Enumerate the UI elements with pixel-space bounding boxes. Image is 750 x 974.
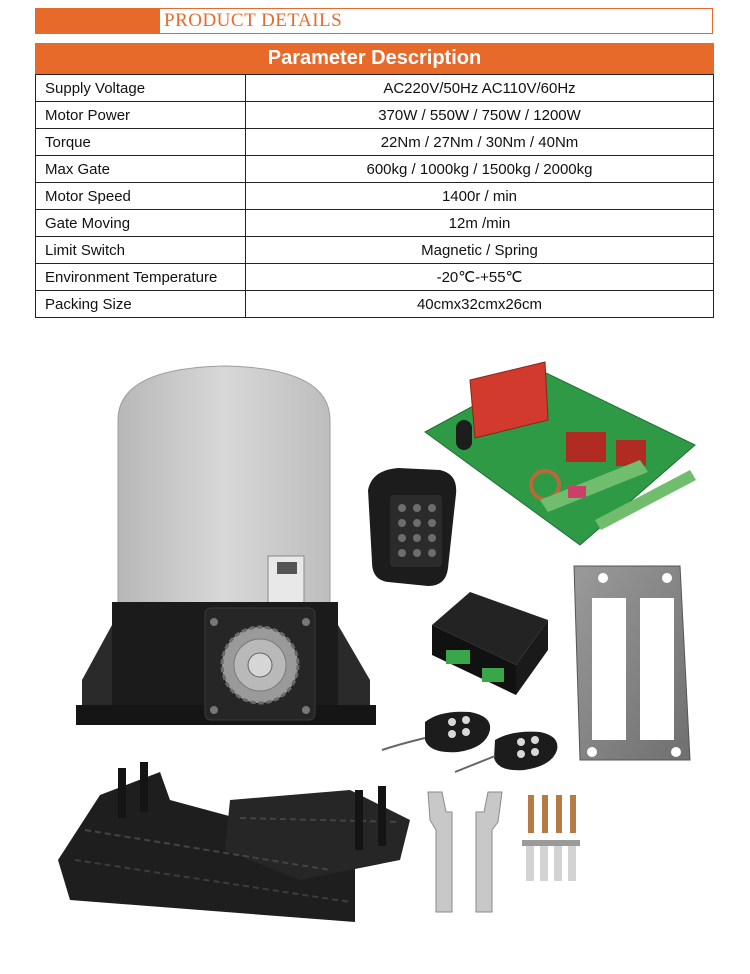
param-value: -20℃-+55℃ [245, 263, 714, 291]
param-value: 1400r / min [245, 182, 714, 210]
table-row: Supply Voltage AC220V/50Hz AC110V/60Hz [35, 74, 714, 102]
product-details-banner: PRODUCT DETAILS [35, 8, 713, 34]
gate-opener-motor-photo [76, 365, 376, 725]
param-value: 40cmx32cmx26cm [245, 290, 714, 318]
parameter-table: Supply Voltage AC220V/50Hz AC110V/60Hz M… [35, 74, 714, 318]
param-label: Motor Speed [35, 182, 246, 210]
param-label: Torque [35, 128, 246, 156]
banner-title: PRODUCT DETAILS [164, 10, 343, 31]
parameter-table-header: Parameter Description [35, 43, 714, 74]
table-row: Motor Speed 1400r / min [35, 182, 714, 210]
wifi-module-photo [432, 592, 548, 695]
param-value: AC220V/50Hz AC110V/60Hz [245, 74, 714, 102]
table-row: Motor Power 370W / 550W / 750W / 1200W [35, 101, 714, 129]
param-label: Gate Moving [35, 209, 246, 237]
remote-control-photo [381, 711, 558, 773]
table-row: Max Gate 600kg / 1000kg / 1500kg / 2000k… [35, 155, 714, 183]
mounting-plate-photo [573, 565, 691, 761]
param-value: 370W / 550W / 750W / 1200W [245, 101, 714, 129]
param-value: 12m /min [245, 209, 714, 237]
product-kit-illustration [58, 361, 696, 922]
param-label: Limit Switch [35, 236, 246, 264]
table-row: Limit Switch Magnetic / Spring [35, 236, 714, 264]
limit-bracket-photo [427, 791, 503, 913]
table-row: Torque 22Nm / 27Nm / 30Nm / 40Nm [35, 128, 714, 156]
banner-accent-block [36, 9, 160, 33]
param-label: Packing Size [35, 290, 246, 318]
bolt-set-photo [522, 795, 580, 881]
table-row: Gate Moving 12m /min [35, 209, 714, 237]
param-value: 600kg / 1000kg / 1500kg / 2000kg [245, 155, 714, 183]
param-label: Environment Temperature [35, 263, 246, 291]
param-value: Magnetic / Spring [245, 236, 714, 264]
param-value: 22Nm / 27Nm / 30Nm / 40Nm [245, 128, 714, 156]
gear-rack-photo [58, 762, 410, 922]
param-label: Motor Power [35, 101, 246, 129]
param-label: Max Gate [35, 155, 246, 183]
table-row: Environment Temperature -20℃-+55℃ [35, 263, 714, 291]
table-row: Packing Size 40cmx32cmx26cm [35, 290, 714, 318]
wireless-keypad-photo [368, 468, 457, 586]
param-label: Supply Voltage [35, 74, 246, 102]
control-board-photo [424, 361, 696, 546]
